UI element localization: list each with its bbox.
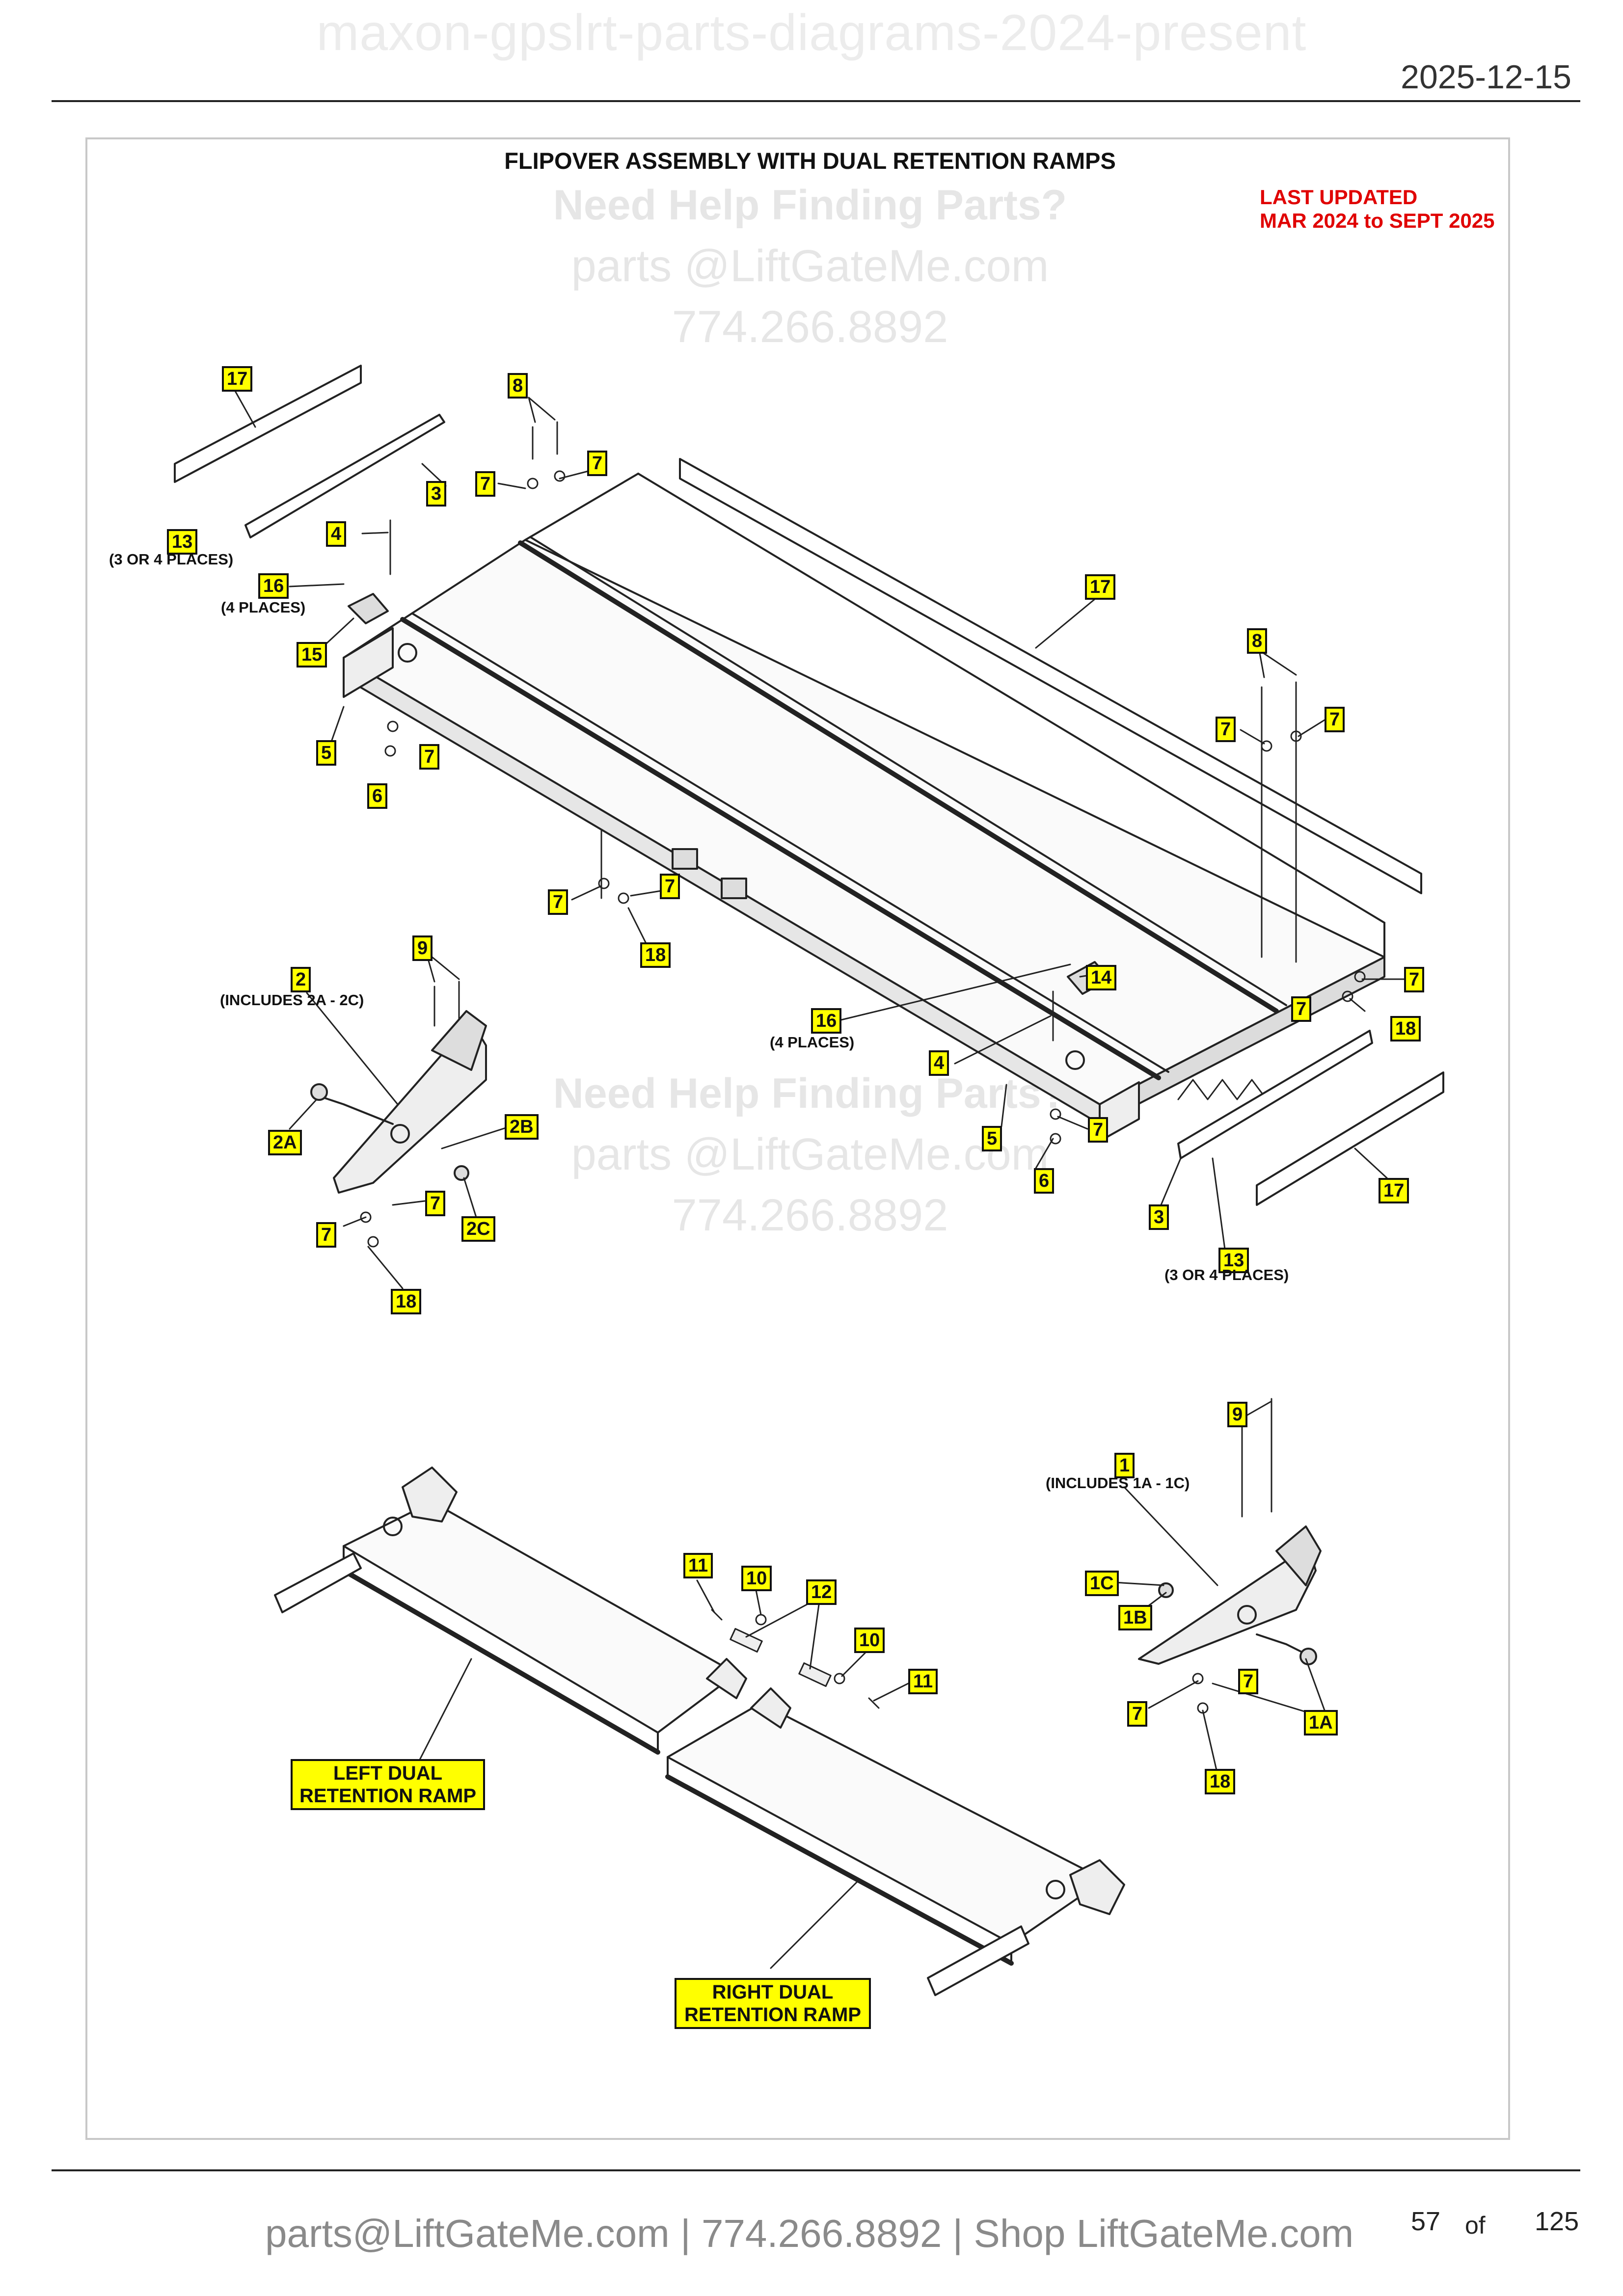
- callout-11-left: 11: [683, 1553, 713, 1578]
- help-watermark-middle: Need Help Finding Parts? parts @LiftGate…: [491, 1062, 1129, 1246]
- header-date: 2025-12-15: [1401, 58, 1571, 96]
- hinge-assembly-2: [310, 1010, 487, 1194]
- callout-9-bottom: 9: [1227, 1402, 1248, 1427]
- bolts: [360, 421, 1366, 1714]
- left-ramp-label-line1: LEFT DUAL: [333, 1762, 443, 1784]
- callout-17-bottom-right: 17: [1379, 1178, 1409, 1203]
- callout-7-mid-a: 7: [548, 889, 568, 915]
- page-number-current: 57: [1411, 2207, 1441, 2236]
- right-ramp-label: RIGHT DUAL RETENTION RAMP: [675, 1978, 871, 2029]
- callout-16-top-left: 16: [258, 573, 289, 599]
- callout-9-top: 9: [412, 935, 433, 961]
- diagram-title: FLIPOVER ASSEMBLY WITH DUAL RETENTION RA…: [504, 148, 1116, 174]
- callout-17-top-left: 17: [222, 366, 253, 392]
- header-rule: [52, 100, 1580, 102]
- left-ramp-label: LEFT DUAL RETENTION RAMP: [291, 1759, 485, 1810]
- help-watermark-line1: Need Help Finding Parts?: [553, 1070, 1067, 1117]
- help-watermark-line2: parts @LiftGateMe.com: [571, 1129, 1049, 1179]
- callout-4-top-left: 4: [326, 521, 347, 547]
- callout-18-mid: 18: [640, 942, 671, 968]
- callout-16-mid: 16: [811, 1008, 842, 1034]
- callout-12: 12: [806, 1579, 837, 1605]
- callout-7-top-left-platform: 7: [419, 744, 440, 770]
- callout-1: 1: [1114, 1453, 1135, 1478]
- leader-lines: [234, 389, 1405, 1969]
- callout-7-top-b: 7: [587, 451, 608, 476]
- callout-18-hinge2: 18: [391, 1289, 422, 1314]
- callout-1b: 1B: [1118, 1605, 1152, 1630]
- footer-rule: [52, 2169, 1580, 2171]
- callout-6-top: 6: [367, 783, 388, 809]
- callout-8-top: 8: [508, 373, 528, 399]
- callout-3-right: 3: [1149, 1204, 1169, 1230]
- callout-4-mid: 4: [929, 1050, 949, 1076]
- callout-6-mid: 6: [1034, 1168, 1055, 1194]
- note-3-or-4-places-right: (3 OR 4 PLACES): [1164, 1266, 1289, 1283]
- callout-2a: 2A: [268, 1130, 302, 1155]
- callout-11-right: 11: [908, 1669, 938, 1694]
- strip-17-bottom-right: [1256, 1071, 1444, 1206]
- callout-7-hinge1-a: 7: [1238, 1669, 1259, 1694]
- callout-7-right-a: 7: [1216, 717, 1236, 742]
- callout-7-mid-b: 7: [660, 874, 680, 899]
- callout-1a: 1A: [1304, 1710, 1338, 1735]
- callout-7-hinge2-b: 7: [316, 1222, 337, 1248]
- help-watermark-line3: 774.266.8892: [672, 302, 948, 352]
- callout-7-top-a: 7: [475, 471, 496, 497]
- note-3-or-4-places-left: (3 OR 4 PLACES): [109, 551, 234, 568]
- last-updated-note: LAST UPDATED MAR 2024 to SEPT 2025: [1260, 186, 1495, 233]
- last-updated-line2: MAR 2024 to SEPT 2025: [1260, 209, 1495, 232]
- left-ramp-label-line2: RETENTION RAMP: [299, 1785, 476, 1807]
- callout-10-right: 10: [854, 1628, 885, 1653]
- header-watermark: maxon-gpslrt-parts-diagrams-2024-present: [316, 4, 1307, 61]
- callout-15: 15: [297, 642, 327, 667]
- callout-1c: 1C: [1085, 1571, 1119, 1596]
- callout-7-right-d: 7: [1291, 996, 1312, 1022]
- note-includes-2a-2c: (INCLUDES 2A - 2C): [220, 991, 364, 1009]
- help-watermark-line1: Need Help Finding Parts?: [553, 182, 1067, 229]
- callout-3-top-left: 3: [426, 481, 447, 507]
- left-ramp-drawing: [274, 1467, 747, 1755]
- help-watermark-top: Need Help Finding Parts? parts @LiftGate…: [491, 174, 1129, 357]
- strip-17-top-left: [174, 365, 362, 483]
- callout-18-hinge1: 18: [1205, 1769, 1236, 1794]
- page-of-label: of: [1465, 2212, 1486, 2239]
- callout-7-hinge2-a: 7: [425, 1191, 446, 1216]
- callout-7-right-c: 7: [1404, 967, 1425, 992]
- callout-13-right: 13: [1218, 1248, 1249, 1273]
- help-watermark-line2: parts @LiftGateMe.com: [571, 241, 1049, 291]
- note-includes-1a-1c: (INCLUDES 1A - 1C): [1046, 1474, 1190, 1492]
- note-4-places-mid: (4 PLACES): [770, 1034, 855, 1051]
- callout-17-top-right: 17: [1085, 574, 1116, 600]
- help-watermark-line3: 774.266.8892: [672, 1190, 948, 1240]
- callout-7-mid-c: 7: [1088, 1117, 1109, 1143]
- callout-5-top: 5: [316, 740, 337, 766]
- last-updated-line1: LAST UPDATED: [1260, 186, 1418, 209]
- callout-14: 14: [1086, 965, 1117, 990]
- right-ramp-drawing: [665, 1687, 1125, 1996]
- diagram-frame: [85, 137, 1510, 2140]
- callout-13-top-left: 13: [167, 529, 198, 555]
- page-number-total: 125: [1535, 2207, 1579, 2236]
- footer-contact: parts@LiftGateMe.com | 774.266.8892 | Sh…: [265, 2212, 1354, 2255]
- callout-7-hinge1-b: 7: [1127, 1701, 1148, 1727]
- note-4-places-left: (4 PLACES): [221, 599, 306, 616]
- strip-17-top-right: [679, 458, 1422, 894]
- callout-2: 2: [291, 967, 311, 992]
- platform-drawing: [343, 473, 1385, 1142]
- right-ramp-label-line1: RIGHT DUAL: [712, 1981, 834, 2003]
- callout-7-right-b: 7: [1325, 707, 1345, 732]
- callout-2b: 2B: [505, 1114, 539, 1140]
- right-ramp-label-line2: RETENTION RAMP: [684, 2004, 861, 2026]
- callout-18-right: 18: [1390, 1016, 1421, 1041]
- hinge-assembly-1: [1138, 1525, 1322, 1665]
- callout-8-right: 8: [1247, 628, 1268, 654]
- callout-2c: 2C: [461, 1216, 495, 1242]
- callout-5-mid: 5: [982, 1126, 1002, 1151]
- callout-10-left: 10: [741, 1566, 772, 1591]
